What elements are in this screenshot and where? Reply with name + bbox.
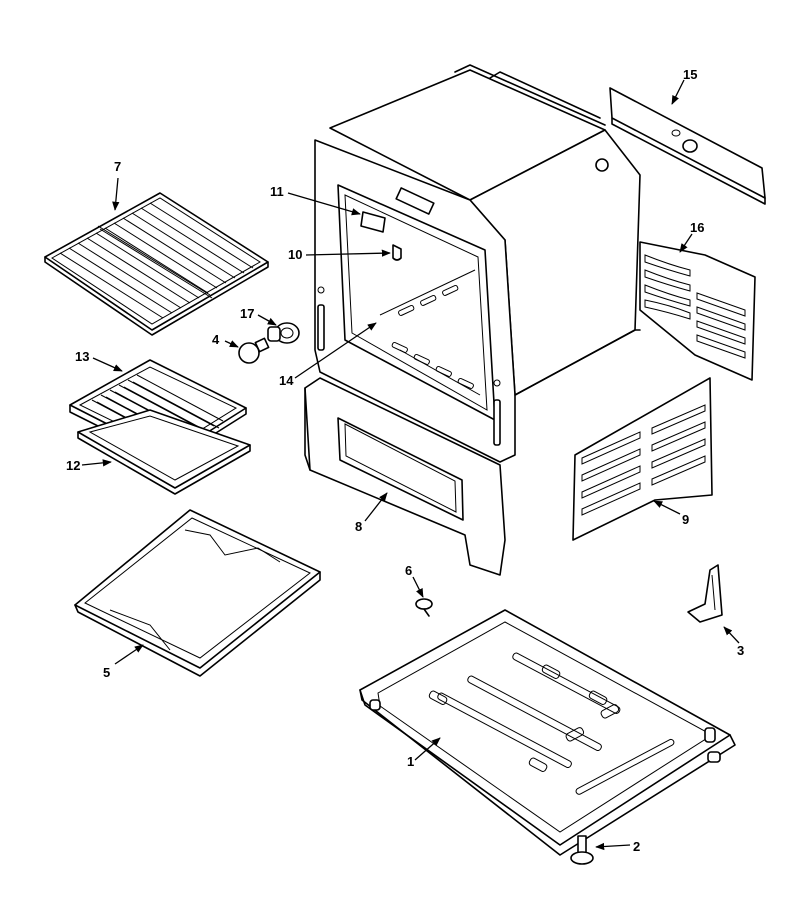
label-part-12: 12 xyxy=(66,458,80,473)
broiler-pan-part-12 xyxy=(77,409,251,495)
label-part-13: 13 xyxy=(75,349,89,364)
bracket-part-3 xyxy=(687,564,723,623)
leader-lines xyxy=(81,79,740,851)
label-part-9: 9 xyxy=(682,512,689,527)
label-part-7: 7 xyxy=(114,159,121,174)
screw-part-6 xyxy=(415,598,433,617)
label-part-4: 4 xyxy=(212,332,220,347)
lamp-socket-part-17 xyxy=(267,322,300,344)
label-part-5: 5 xyxy=(103,665,110,680)
side-panel-part-9 xyxy=(572,377,713,541)
label-part-15: 15 xyxy=(683,67,697,82)
label-part-16: 16 xyxy=(690,220,704,235)
oven-rack-part-7 xyxy=(44,192,269,336)
light-bulb-part-4 xyxy=(238,337,270,364)
lower-front-panel-part-8 xyxy=(304,377,506,576)
oven-cavity xyxy=(314,64,641,463)
tray-part-5 xyxy=(74,509,321,677)
label-part-11: 11 xyxy=(270,184,284,199)
side-panel-part-16 xyxy=(639,241,756,381)
part-labels: 7 13 12 5 4 17 11 10 14 8 6 15 16 9 3 1 … xyxy=(66,67,744,854)
label-part-10: 10 xyxy=(288,247,302,262)
label-part-17: 17 xyxy=(240,306,254,321)
rear-panel-part-15 xyxy=(609,87,766,205)
label-part-8: 8 xyxy=(355,519,362,534)
label-part-14: 14 xyxy=(279,373,294,388)
label-part-6: 6 xyxy=(405,563,412,578)
leveling-leg-part-2 xyxy=(570,835,594,865)
label-part-2: 2 xyxy=(633,839,640,854)
base-pan-part-1 xyxy=(359,609,736,856)
label-part-3: 3 xyxy=(737,643,744,658)
label-part-1: 1 xyxy=(407,754,414,769)
